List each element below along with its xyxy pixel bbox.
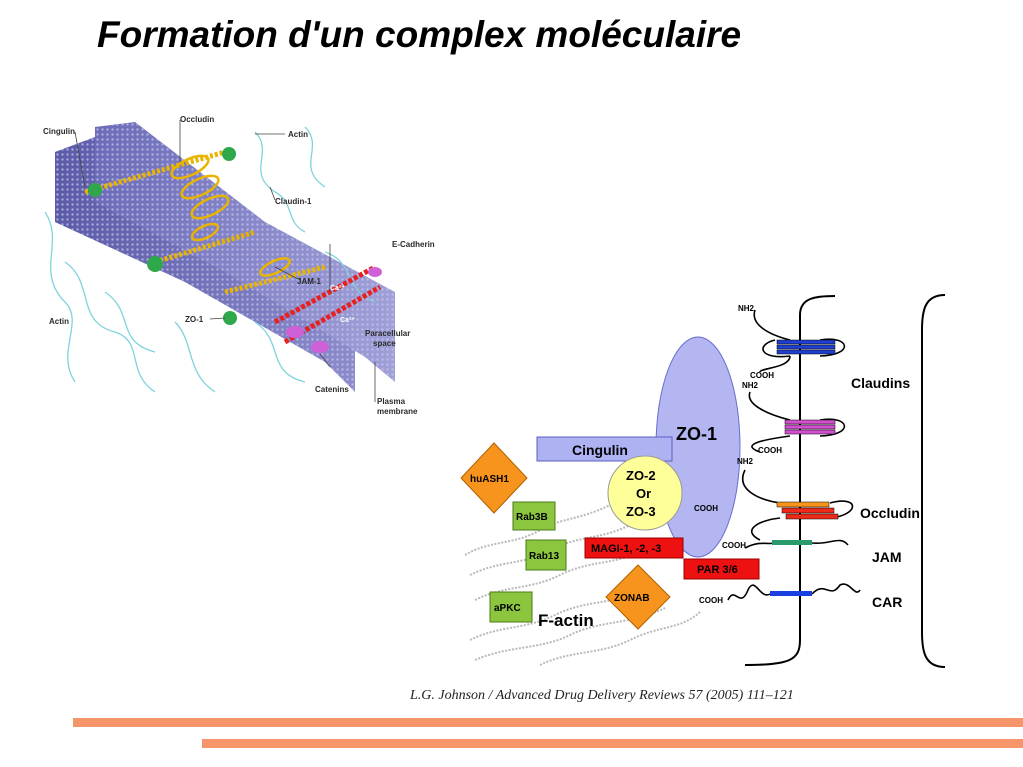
label-claudin1: Claudin-1 [275, 197, 312, 206]
rab13-box [525, 539, 567, 571]
apkc-label: aPKC [494, 603, 521, 614]
huash1-label: huASH1 [470, 474, 509, 485]
zo1-spheres [88, 147, 237, 325]
rab13-label: Rab13 [529, 551, 559, 562]
occludin-label: Occludin [860, 505, 920, 521]
jam-protein [744, 539, 849, 549]
zo1-label: ZO-1 [676, 424, 717, 444]
claudins-label: Claudins [851, 375, 910, 391]
label-occludin: Occludin [180, 115, 214, 124]
label-zo1: ZO-1 [185, 315, 204, 324]
or-label: Or [636, 486, 651, 501]
cooh-label-2: COOH [758, 446, 782, 455]
label-actin-top: Actin [288, 130, 308, 139]
nh2-label-3: NH2 [737, 457, 754, 466]
zo3-label: ZO-3 [626, 504, 656, 519]
par-label: PAR 3/6 [697, 564, 738, 576]
label-jam1: JAM-1 [297, 277, 322, 286]
label-plasma: Plasma [377, 397, 406, 406]
decor-bar-bottom [202, 739, 1023, 748]
zo2-label: ZO-2 [626, 468, 656, 483]
magi-label: MAGI-1, -2, -3 [591, 543, 661, 555]
cooh-label-1: COOH [750, 371, 774, 380]
label-catenins: Catenins [315, 385, 349, 394]
tight-junction-illustration: Cingulin Occludin Actin Claudin-1 E-Cadh… [25, 92, 445, 422]
decor-bar-top [73, 718, 1023, 727]
slide-title: Formation d'un complex moléculaire [97, 14, 742, 55]
label-membrane: membrane [377, 407, 418, 416]
label-cingulin: Cingulin [43, 127, 75, 136]
cooh-label-4: COOH [722, 541, 746, 550]
factin-label: F-actin [538, 611, 594, 630]
cingulin-label: Cingulin [572, 442, 628, 458]
claudin-middle [748, 391, 846, 453]
apkc-box [489, 591, 533, 623]
membrane-line [744, 295, 836, 666]
label-paracellular: Paracellular [365, 329, 410, 338]
jam-label: JAM [872, 549, 902, 565]
cooh-label-3: COOH [694, 504, 718, 513]
car-label: CAR [872, 594, 902, 610]
label-ca-2: Ca²⁺ [340, 317, 355, 324]
catenins-shapes [286, 267, 382, 353]
citation: L.G. Johnson / Advanced Drug Delivery Re… [410, 688, 794, 703]
zonab-label: ZONAB [614, 593, 650, 604]
label-ca-1: Ca²⁺ [330, 285, 345, 292]
zo2-zo3-circle [607, 455, 683, 531]
right-bracket [921, 294, 946, 668]
label-space: space [373, 339, 396, 348]
nh2-label-2: NH2 [742, 381, 759, 390]
label-actin-left: Actin [49, 317, 69, 326]
cooh-label-5: COOH [699, 596, 723, 605]
claudin-strands [84, 149, 326, 295]
label-ecadherin: E-Cadherin [392, 240, 435, 249]
magi-box [584, 537, 684, 559]
occludin-protein [742, 469, 854, 541]
rab3b-box [512, 501, 556, 531]
par-box [683, 558, 760, 580]
nh2-label-1: NH2 [738, 304, 755, 313]
rab3b-label: Rab3B [516, 512, 548, 523]
membrane-panel-right [95, 122, 395, 382]
huash1-diamond [460, 442, 528, 514]
tight-junction-schematic: ZO-1 Cingulin ZO-2 Or ZO-3 huASH1 Rab3B … [460, 294, 946, 668]
factin-strands [464, 504, 701, 666]
zonab-diamond [605, 564, 671, 630]
claudin-top [753, 309, 846, 373]
car-protein [727, 583, 861, 601]
actin-filaments [44, 126, 376, 393]
